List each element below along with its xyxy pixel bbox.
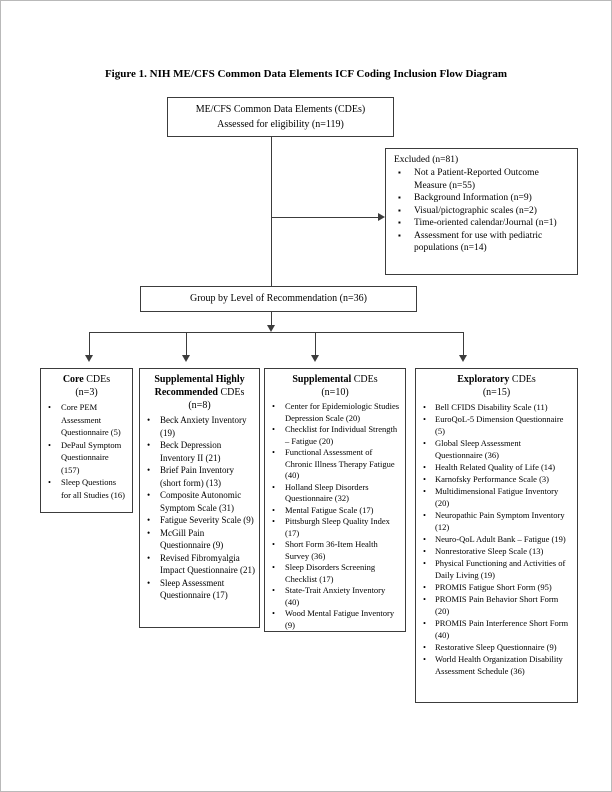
drop-line-exploratory xyxy=(463,332,464,355)
category-name-suffix: CDEs xyxy=(83,374,111,385)
list-item: Global Sleep Assessment Questionnaire (3… xyxy=(422,437,570,461)
category-item-list: Beck Anxiety Inventory (19)Beck Depressi… xyxy=(140,414,259,602)
list-item: Multidimensional Fatigue Inventory (20) xyxy=(422,485,570,509)
excluded-list: Not a Patient-Reported Outcome Measure (… xyxy=(394,167,563,255)
list-item: Beck Depression Inventory II (21) xyxy=(146,439,255,464)
list-item: Core PEM Assessment Questionnaire (5) xyxy=(47,401,128,439)
list-item: Nonrestorative Sleep Scale (13) xyxy=(422,545,570,557)
list-item: Background Information (n=9) xyxy=(394,192,563,205)
category-name: Supplemental Highly Recommended xyxy=(154,374,245,398)
category-count: (n=10) xyxy=(321,387,349,398)
list-item: Time-oriented calendar/Journal (n=1) xyxy=(394,217,563,230)
list-item: Pittsburgh Sleep Quality Index (17) xyxy=(271,516,401,539)
category-name-suffix: CDEs xyxy=(351,374,378,385)
category-heading: Supplemental CDEs (n=10) xyxy=(265,369,405,399)
category-box-supplemental: Supplemental CDEs (n=10) Center for Epid… xyxy=(264,368,406,632)
list-item: PROMIS Pain Interference Short Form (40) xyxy=(422,617,570,641)
category-item-list: Center for Epidemiologic Studies Depress… xyxy=(265,401,405,631)
list-item: McGill Pain Questionnaire (9) xyxy=(146,527,255,552)
connector-group-to-branch xyxy=(271,312,272,326)
list-item: Sleep Assessment Questionnaire (17) xyxy=(146,577,255,602)
drop-line-core xyxy=(89,332,90,355)
list-item: Holland Sleep Disorders Questionnaire (3… xyxy=(271,482,401,505)
connector-to-excluded xyxy=(272,217,378,218)
list-item: Neuropathic Pain Symptom Inventory (12) xyxy=(422,509,570,533)
list-item: Bell CFIDS Disability Scale (11) xyxy=(422,401,570,413)
list-item: Not a Patient-Reported Outcome Measure (… xyxy=(394,167,563,192)
list-item: Karnofsky Performance Scale (3) xyxy=(422,473,570,485)
list-item: Checklist for Individual Strength – Fati… xyxy=(271,424,401,447)
list-item: Center for Epidemiologic Studies Depress… xyxy=(271,401,401,424)
list-item: Assessment for use with pediatric popula… xyxy=(394,230,563,255)
list-item: Revised Fibromyalgia Impact Questionnair… xyxy=(146,552,255,577)
list-item: EuroQoL-5 Dimension Questionnaire (5) xyxy=(422,413,570,437)
list-item: Short Form 36-Item Health Survey (36) xyxy=(271,539,401,562)
category-name: Supplemental xyxy=(292,374,352,385)
category-box-core: Core CDEs (n=3) Core PEM Assessment Ques… xyxy=(40,368,133,513)
list-item: Health Related Quality of Life (14) xyxy=(422,461,570,473)
figure-title: Figure 1. NIH ME/CFS Common Data Element… xyxy=(104,68,508,80)
category-count: (n=3) xyxy=(75,387,98,398)
list-item: Restorative Sleep Questionnaire (9) xyxy=(422,641,570,653)
category-heading: Supplemental Highly Recommended CDEs (n=… xyxy=(140,369,259,412)
list-item: DePaul Symptom Questionnaire (157) xyxy=(47,439,128,477)
list-item: Mental Fatigue Scale (17) xyxy=(271,505,401,517)
category-name-suffix: CDEs xyxy=(509,374,536,385)
category-heading: Core CDEs (n=3) xyxy=(41,369,132,399)
list-item: Functional Assessment of Chronic Illness… xyxy=(271,447,401,482)
category-item-list: Bell CFIDS Disability Scale (11)EuroQoL-… xyxy=(416,401,577,677)
group-box-label: Group by Level of Recommendation (n=36) xyxy=(190,293,367,304)
excluded-box: Excluded (n=81) Not a Patient-Reported O… xyxy=(385,148,578,275)
category-count: (n=15) xyxy=(482,387,511,398)
drop-line-supplemental xyxy=(315,332,316,355)
list-item: PROMIS Pain Behavior Short Form (20) xyxy=(422,593,570,617)
list-item: State-Trait Anxiety Inventory (40) xyxy=(271,585,401,608)
arrowhead-down-icon xyxy=(459,355,467,362)
arrowhead-down-icon xyxy=(85,355,93,362)
list-item: World Health Organization Disability Ass… xyxy=(422,653,570,677)
list-item: Brief Pain Inventory (short form) (13) xyxy=(146,464,255,489)
branch-line xyxy=(89,332,464,333)
category-name: Core xyxy=(62,374,84,385)
list-item: Sleep Questions for all Studies (16) xyxy=(47,476,128,501)
category-box-supplemental-highly-recommended: Supplemental Highly Recommended CDEs (n=… xyxy=(139,368,260,628)
drop-line-supplemental-highly xyxy=(186,332,187,355)
excluded-header: Excluded (n=81) xyxy=(394,155,459,165)
category-count: (n=8) xyxy=(188,400,211,411)
list-item: PROMIS Fatigue Short Form (95) xyxy=(422,581,570,593)
category-item-list: Core PEM Assessment Questionnaire (5)DeP… xyxy=(41,401,132,501)
list-item: Sleep Disorders Screening Checklist (17) xyxy=(271,562,401,585)
list-item: Visual/pictographic scales (n=2) xyxy=(394,205,563,218)
arrowhead-down-icon xyxy=(311,355,319,362)
group-by-recommendation-box: Group by Level of Recommendation (n=36) xyxy=(140,286,417,312)
eligibility-line2: Assessed for eligibility (n=119) xyxy=(217,119,344,130)
connector-top-to-group xyxy=(271,137,272,286)
arrowhead-down-icon xyxy=(267,325,275,332)
list-item: Beck Anxiety Inventory (19) xyxy=(146,414,255,439)
eligibility-box: ME/CFS Common Data Elements (CDEs) Asses… xyxy=(167,97,394,137)
category-name: Exploratory xyxy=(457,374,510,385)
category-heading: Exploratory CDEs (n=15) xyxy=(416,369,577,399)
list-item: Wood Mental Fatigue Inventory (9) xyxy=(271,608,401,631)
list-item: Neuro-QoL Adult Bank – Fatigue (19) xyxy=(422,533,570,545)
list-item: Fatigue Severity Scale (9) xyxy=(146,514,255,527)
list-item: Physical Functioning and Activities of D… xyxy=(422,557,570,581)
arrowhead-right-icon xyxy=(378,213,385,221)
category-box-exploratory: Exploratory CDEs (n=15) Bell CFIDS Disab… xyxy=(415,368,578,703)
list-item: Composite Autonomic Symptom Scale (31) xyxy=(146,489,255,514)
category-name-suffix: CDEs xyxy=(217,387,245,398)
arrowhead-down-icon xyxy=(182,355,190,362)
eligibility-line1: ME/CFS Common Data Elements (CDEs) xyxy=(195,104,366,115)
